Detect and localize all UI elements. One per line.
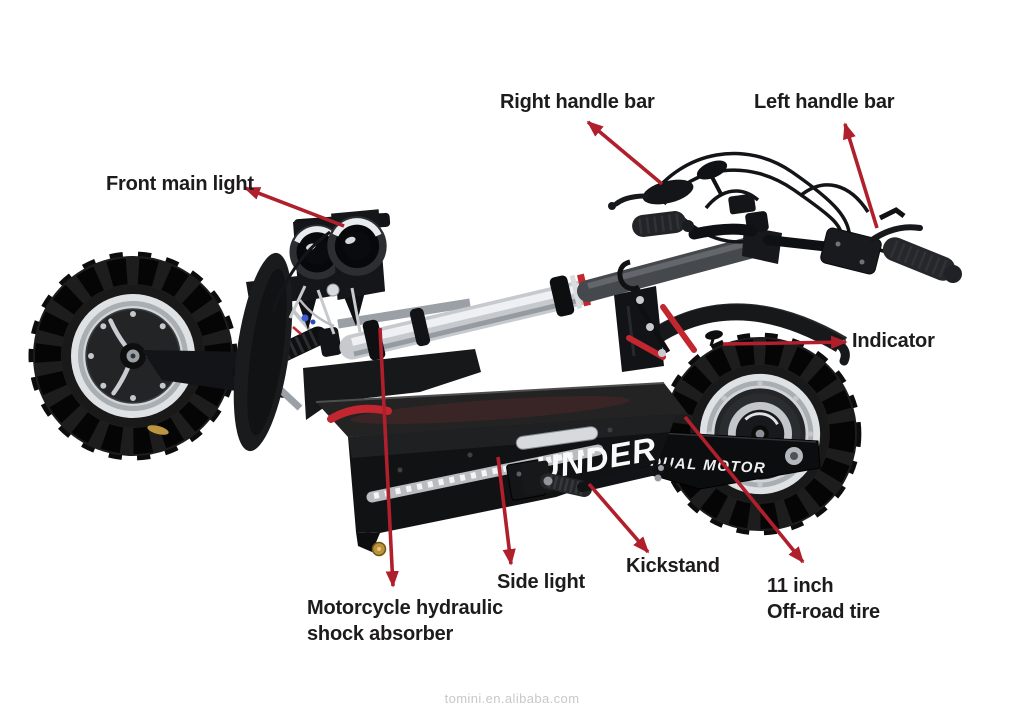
label-shock-absorber: Motorcycle hydraulic shock absorber (307, 597, 504, 645)
handlebar-assembly (608, 151, 962, 283)
right-brake-cluster (642, 179, 694, 205)
deck-grip-tape (316, 383, 688, 437)
rear-fender-red-strut2 (626, 335, 666, 360)
watermark-text: tomini.en.alibaba.com (444, 691, 580, 706)
arrow-shock-absorber (378, 327, 399, 588)
front-lamp-right (327, 209, 387, 300)
right-grip (632, 211, 686, 237)
rear-fender (614, 277, 850, 372)
arrow-left-handle-bar (843, 122, 879, 229)
stem-hook (617, 259, 641, 292)
folded-stem (337, 234, 771, 361)
indicator-lamp (705, 330, 723, 340)
label-off-road-tire: 11 inch Off-road tire (767, 575, 880, 623)
blue-cable-bit (301, 314, 309, 322)
label-indicator: Indicator (852, 330, 935, 352)
side-light-leds (373, 447, 597, 499)
deck-latch (515, 426, 599, 450)
front-valve-gold (147, 425, 169, 435)
arrow-kickstand (587, 482, 650, 554)
label-front-main-light: Front main light (106, 173, 254, 195)
arrow-indicator (722, 335, 848, 349)
rear-fender-red-strut (660, 304, 697, 353)
label-kickstand: Kickstand (626, 555, 720, 577)
arrow-off-road-tire (683, 415, 805, 564)
label-left-handle-bar: Left handle bar (754, 91, 895, 113)
arrow-front-main-light (243, 186, 345, 228)
label-side-light: Side light (497, 571, 586, 593)
front-main-light-assembly (270, 209, 391, 335)
left-control-pod (820, 227, 882, 275)
left-grip (882, 237, 956, 281)
swingarm-branding-text: DUAL MOTOR (650, 454, 767, 477)
arrow-right-handle-bar (586, 120, 664, 186)
label-right-handle-bar: Right handle bar (500, 91, 655, 113)
left-brake-lever (869, 224, 923, 243)
deck: UNDER (303, 349, 688, 557)
front-wheel (33, 256, 233, 456)
arrow-side-light (496, 456, 516, 566)
annotation-arrows (243, 120, 879, 588)
kickstand-part (520, 460, 671, 497)
